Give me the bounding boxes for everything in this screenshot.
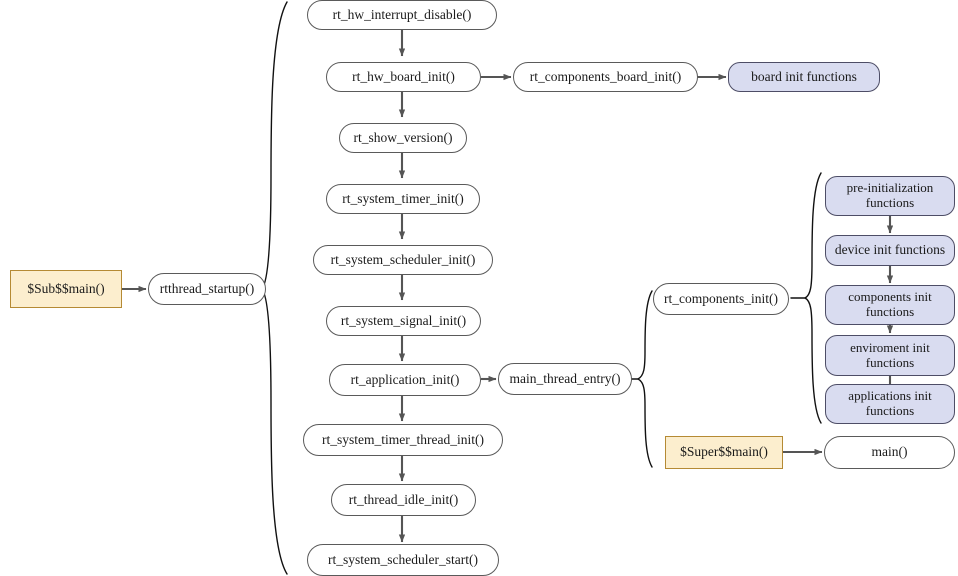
node-rt-application-init[interactable]: rt_application_init() (329, 364, 481, 396)
node-rt-thread-idle-init[interactable]: rt_thread_idle_init() (331, 484, 476, 516)
node-label: board init functions (751, 68, 857, 84)
node-label: rt_system_scheduler_init() (330, 251, 476, 267)
node-label: rt_system_signal_init() (340, 312, 467, 328)
node-label: rtthread_startup() (159, 280, 255, 296)
node-label: main() (871, 444, 908, 460)
node-main[interactable]: main() (824, 436, 955, 469)
node-label: rt_system_timer_thread_init() (322, 431, 484, 447)
node-super-main[interactable]: $Super$$main() (665, 436, 783, 469)
node-sub-main[interactable]: $Sub$$main() (10, 270, 122, 308)
node-label: $Sub$$main() (27, 280, 105, 296)
node-main-thread-entry[interactable]: main_thread_entry() (498, 363, 632, 395)
node-label: rt_thread_idle_init() (348, 491, 459, 507)
node-enviroment-init-functions[interactable]: enviroment init functions (825, 335, 955, 376)
node-label: rt_hw_interrupt_disable() (332, 6, 472, 22)
node-label: rt_hw_board_init() (352, 68, 455, 84)
node-label: device init functions (834, 242, 946, 258)
node-rt-system-scheduler-init[interactable]: rt_system_scheduler_init() (313, 245, 493, 275)
node-rt-components-board-init[interactable]: rt_components_board_init() (513, 62, 698, 92)
node-pre-initialization-functions[interactable]: pre-initialization functions (825, 176, 955, 216)
node-label: applications init functions (848, 388, 932, 418)
node-label: rt_application_init() (350, 371, 460, 387)
node-rt-system-scheduler-start[interactable]: rt_system_scheduler_start() (307, 544, 499, 576)
node-label: enviroment init functions (850, 339, 930, 370)
node-rt-system-timer-thread-init[interactable]: rt_system_timer_thread_init() (303, 424, 503, 456)
node-rt-system-signal-init[interactable]: rt_system_signal_init() (326, 306, 481, 336)
node-device-init-functions[interactable]: device init functions (825, 235, 955, 266)
node-board-init-functions[interactable]: board init functions (728, 62, 880, 92)
node-label: pre-initialization functions (846, 180, 934, 210)
node-label: rt_show_version() (353, 129, 453, 145)
node-label: rt_system_timer_init() (342, 190, 464, 206)
node-rtthread-startup[interactable]: rtthread_startup() (148, 273, 266, 305)
node-label: $Super$$main() (680, 444, 768, 460)
node-rt-show-version[interactable]: rt_show_version() (339, 123, 467, 153)
node-rt-hw-interrupt-disable[interactable]: rt_hw_interrupt_disable() (307, 0, 497, 30)
node-label: rt_components_board_init() (529, 68, 682, 84)
node-label: rt_system_scheduler_start() (328, 551, 478, 567)
node-label: components init functions (848, 289, 932, 319)
node-rt-components-init[interactable]: rt_components_init() (653, 283, 789, 315)
node-label: rt_components_init() (664, 290, 778, 306)
node-rt-hw-board-init[interactable]: rt_hw_board_init() (326, 62, 481, 92)
node-applications-init-functions[interactable]: applications init functions (825, 384, 955, 424)
node-components-init-functions[interactable]: components init functions (825, 285, 955, 325)
node-rt-system-timer-init[interactable]: rt_system_timer_init() (326, 184, 480, 214)
node-label: main_thread_entry() (509, 370, 621, 386)
